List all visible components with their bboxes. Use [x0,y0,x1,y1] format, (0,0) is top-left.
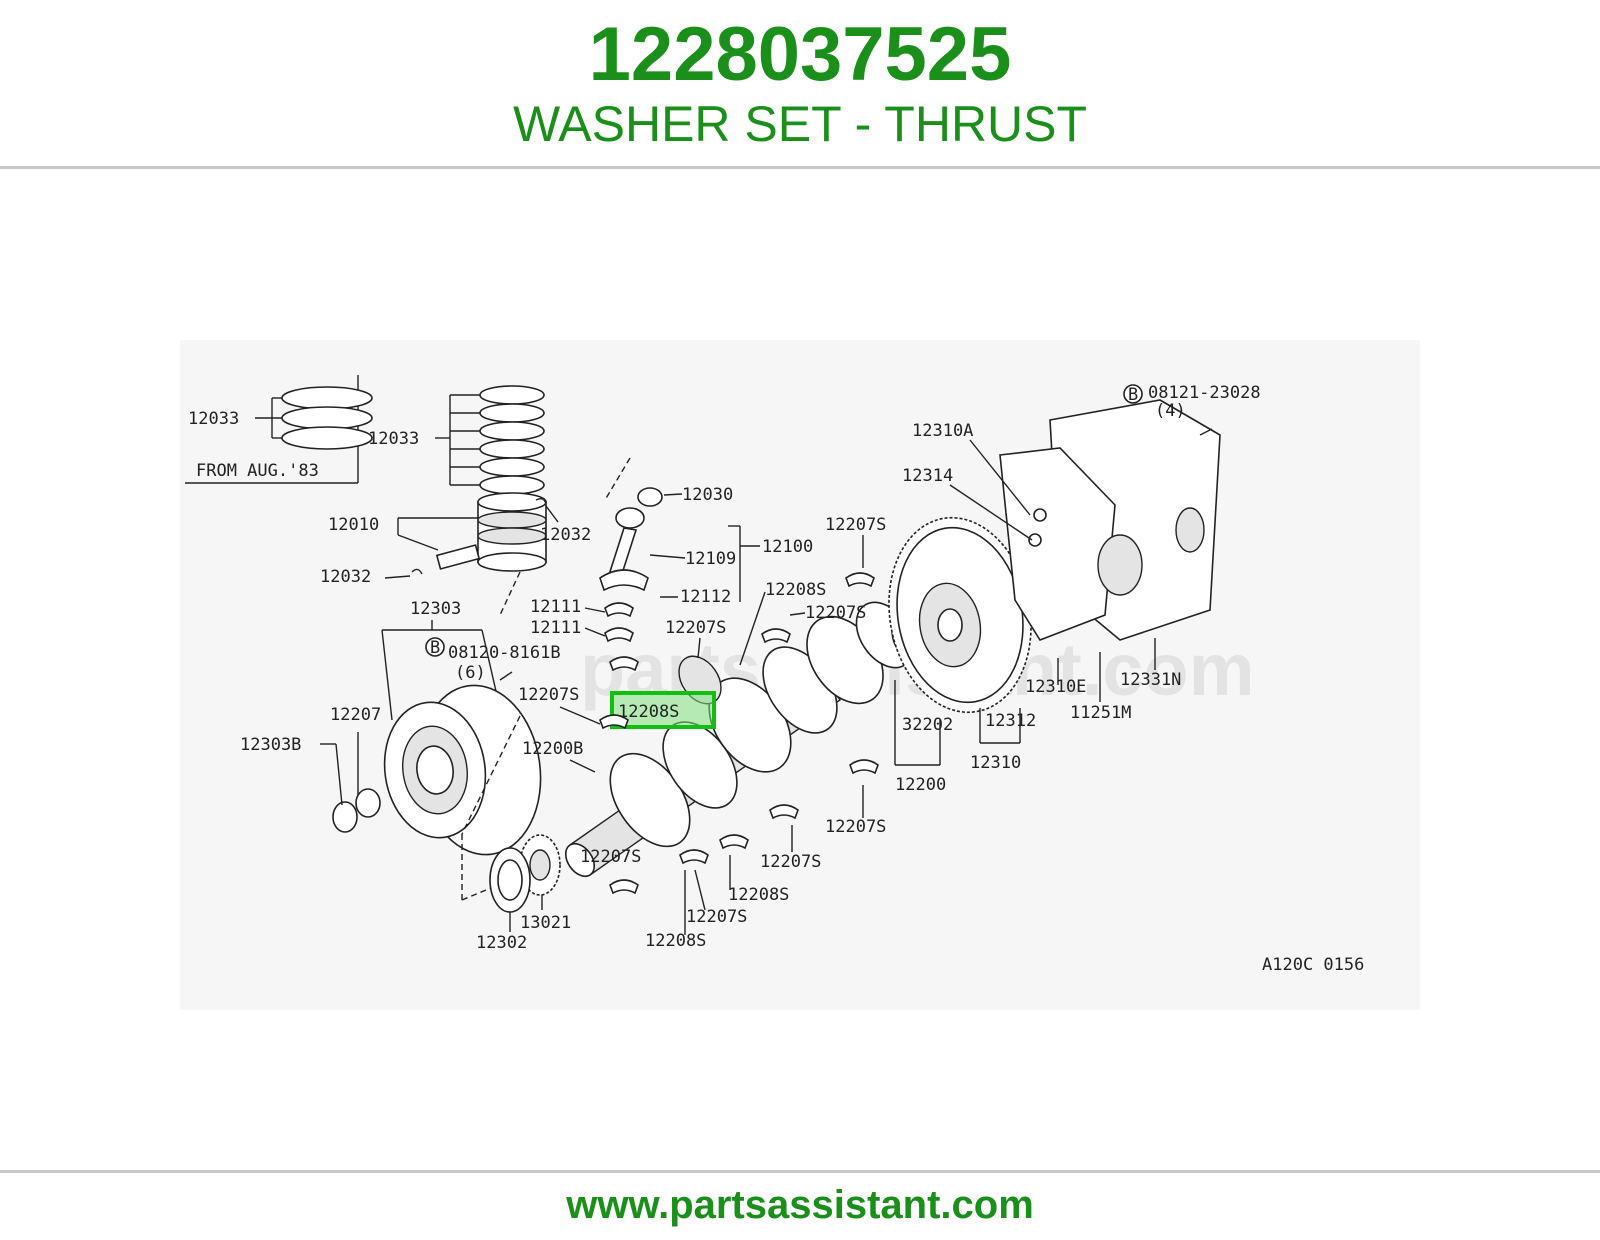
sprocket-and-seal: 13021 12302 [476,834,571,953]
label-12310a: 12310A [912,421,973,441]
label-12111-lower: 12111 [530,618,581,638]
label-12100: 12100 [762,537,813,557]
label-12310: 12310 [970,753,1021,773]
part-number: 1228037525 [588,12,1012,97]
label-12207s-f: 12207S [580,847,641,867]
label-12302: 12302 [476,933,527,953]
label-12208s-highlighted[interactable]: 12208S [618,702,679,722]
label-12010: 12010 [328,515,379,535]
label-12207s-b: 12207S [665,618,726,638]
label-12208s-a: 12208S [765,580,826,600]
rear-plate-assembly: 12310A 12314 B 08121-23028 (4) 12310E 11… [902,383,1261,723]
label-11251m: 11251M [1070,703,1131,723]
footer-url-link[interactable]: www.partsassistant.com [566,1183,1034,1227]
label-qty-6: (6) [455,663,486,683]
label-12310e: 12310E [1025,677,1086,697]
parts-diagram: partsassistant.com 12033 FROM AUG.'83 [180,340,1420,1010]
diagram-code: A120C 0156 [1262,955,1364,975]
label-12032-right: 12032 [540,525,591,545]
label-12032-left: 12032 [320,567,371,587]
label-13021: 13021 [520,913,571,933]
label-08120-8161b: 08120-8161B [448,643,561,663]
label-12208s-b: 12208S [728,885,789,905]
flywheel-assembly: 12200 32202 12310 12312 [888,516,1036,795]
label-from-aug-83: FROM AUG.'83 [196,461,319,481]
bearing-labels: 12207S 12200B 12207S 12208S 12207S 12207… [518,515,886,951]
page-header: 1228037525 WASHER SET - THRUST [0,0,1600,168]
parts-diagram-svg: partsassistant.com 12033 FROM AUG.'83 [180,340,1420,1010]
label-12033: 12033 [368,429,419,449]
label-12207s-e: 12207S [825,817,886,837]
label-12112: 12112 [680,587,731,607]
label-12207: 12207 [330,705,381,725]
label-12207s-g: 12207S [760,852,821,872]
label-12200b: 12200B [522,739,583,759]
label-12207s-d: 12207S [825,515,886,535]
label-12312: 12312 [985,711,1036,731]
piston-assembly: 12033 12010 12032 12032 [320,385,591,616]
label-12208s-c: 12208S [645,931,706,951]
label-12303b: 12303B [240,735,301,755]
bolt-b-mark-right: B [1128,385,1138,405]
label-12111-upper: 12111 [530,597,581,617]
highlight-box[interactable] [610,691,716,729]
label-12030: 12030 [682,485,733,505]
label-32202: 32202 [902,715,953,735]
crank-pulley-assembly: 12303 B 08120-8161B (6) 12207 12303B [240,599,561,901]
label-08121-23028: 08121-23028 [1148,383,1261,403]
label-12314: 12314 [902,466,953,486]
label-12109: 12109 [685,549,736,569]
piston-ring-inset: 12033 FROM AUG.'83 [185,375,373,484]
bolt-b-mark-left: B [430,638,440,658]
footer-divider [0,1170,1600,1173]
label-12207s-a: 12207S [518,685,579,705]
part-description: WASHER SET - THRUST [512,96,1088,152]
label-12207s-c: 12207S [805,603,866,623]
label-qty-4: (4) [1155,401,1186,421]
header-divider [0,166,1600,169]
label-12331n: 12331N [1120,670,1181,690]
label-12033-inset: 12033 [188,409,239,429]
label-12207s-h: 12207S [686,907,747,927]
label-12200: 12200 [895,775,946,795]
connecting-rod-assembly: 12030 12109 12100 12112 12111 12111 [530,457,813,672]
label-12303: 12303 [410,599,461,619]
